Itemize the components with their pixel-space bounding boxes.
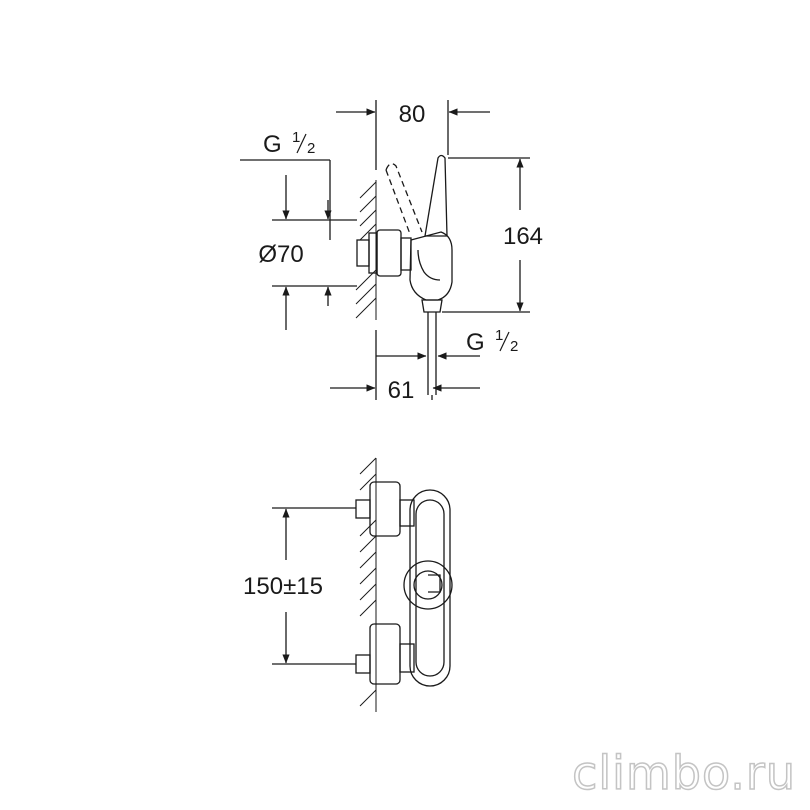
wall-connector [356, 229, 412, 277]
dim-61-label: 61 [388, 377, 415, 404]
watermark: climbo.ru [571, 745, 796, 801]
center-dial [403, 560, 453, 610]
outlet-nut [421, 299, 443, 313]
lever-handle [424, 154, 448, 237]
upper-connector [355, 481, 415, 537]
dim-164-label: 164 [503, 223, 543, 250]
mixer-body-front [409, 489, 451, 687]
svg-text:2: 2 [307, 140, 315, 157]
thread-outlet-label: G 1 2 [466, 327, 518, 356]
dim-center-distance-label: 150±15 [243, 573, 323, 600]
front-view [272, 457, 453, 712]
wall-hatching [355, 180, 377, 320]
thread-inlet-label: G 1 2 [263, 129, 315, 158]
wall-hatching-front [359, 457, 377, 712]
lower-connector [355, 623, 415, 685]
dim-diameter-label: Ø70 [258, 241, 303, 268]
svg-text:G: G [263, 131, 282, 158]
svg-text:G: G [466, 329, 485, 356]
dim-80-label: 80 [399, 101, 426, 128]
lever-handle-alt [385, 163, 423, 233]
svg-text:1: 1 [495, 327, 503, 344]
svg-text:1: 1 [292, 129, 300, 146]
svg-text:2: 2 [510, 338, 518, 355]
side-view [240, 100, 530, 400]
mixer-body [409, 231, 453, 301]
